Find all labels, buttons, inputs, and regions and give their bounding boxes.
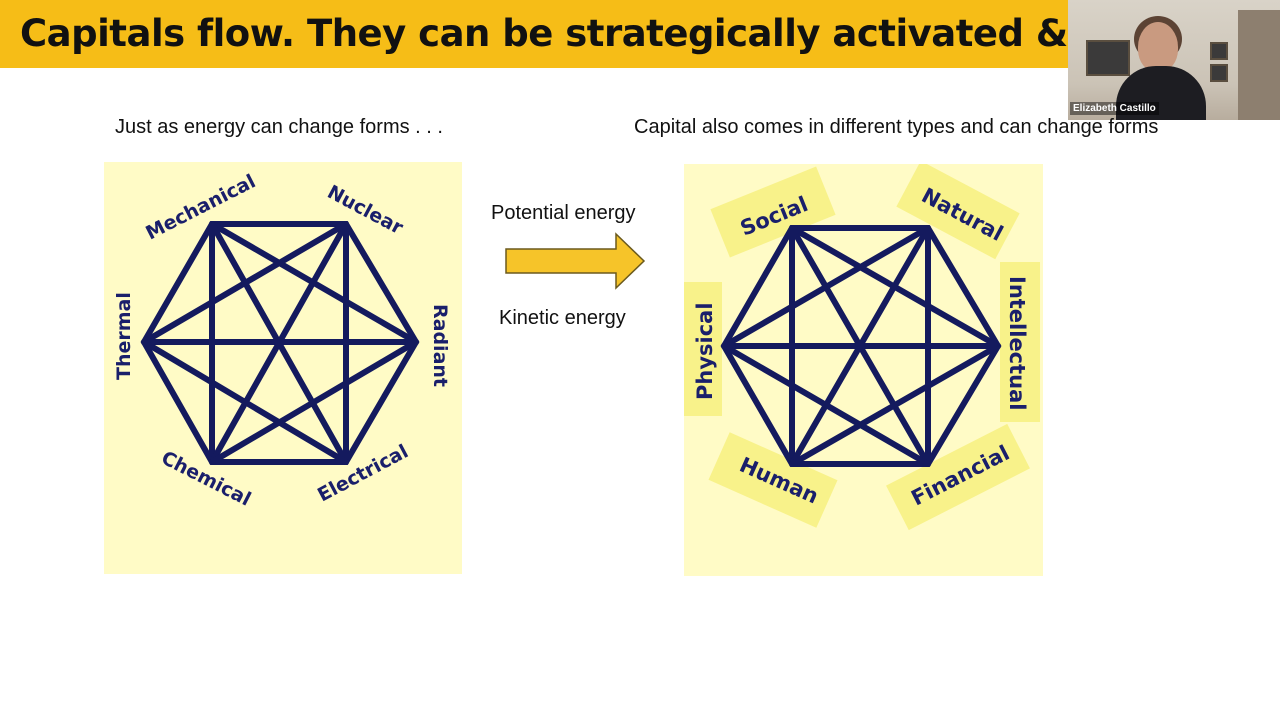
energy-network-diagram: Mechanical Nuclear Radiant Electrical Ch…: [113, 170, 451, 510]
transform-arrow-icon: [505, 232, 646, 290]
label-radiant: Radiant: [429, 304, 451, 387]
label-intellectual: Intellectual: [1005, 276, 1029, 411]
participant-face: [1138, 22, 1178, 72]
energy-network-lines: [140, 221, 420, 465]
label-bg-physical: [684, 282, 722, 416]
label-bg-financial: [886, 423, 1030, 531]
potential-energy-label: Potential energy: [491, 202, 636, 224]
label-bg-social: [710, 166, 836, 258]
label-thermal: Thermal: [113, 292, 135, 380]
left-caption: Just as energy can change forms . . .: [115, 116, 443, 138]
slide-title-bar: Capitals flow. They can be strategically…: [0, 0, 1068, 68]
participant-video-tile[interactable]: [1068, 0, 1280, 120]
energy-forms-panel: Mechanical Nuclear Radiant Electrical Ch…: [104, 162, 462, 574]
right-caption: Capital also comes in different types an…: [634, 116, 1159, 138]
bookshelf: [1238, 10, 1280, 120]
kinetic-energy-label: Kinetic energy: [499, 307, 626, 329]
slide-title: Capitals flow. They can be strategically…: [20, 12, 1068, 55]
label-bg-natural: [896, 160, 1020, 260]
wall-picture: [1210, 42, 1228, 60]
label-bg-human: [708, 432, 838, 528]
capital-types-panel: Social Natural Intellectual Financial Hu…: [684, 160, 1043, 576]
participant-name-label: Elizabeth Castillo: [1070, 102, 1159, 115]
label-mechanical: Mechanical: [142, 170, 259, 244]
capital-network-lines: [720, 225, 1002, 467]
participant-body: [1116, 66, 1206, 120]
wall-picture: [1086, 40, 1130, 76]
label-bg-intellectual: [1000, 262, 1040, 422]
capital-network-diagram: Social Natural Intellectual Financial Hu…: [684, 160, 1040, 531]
wall-picture: [1210, 64, 1228, 82]
label-physical: Physical: [693, 302, 717, 400]
